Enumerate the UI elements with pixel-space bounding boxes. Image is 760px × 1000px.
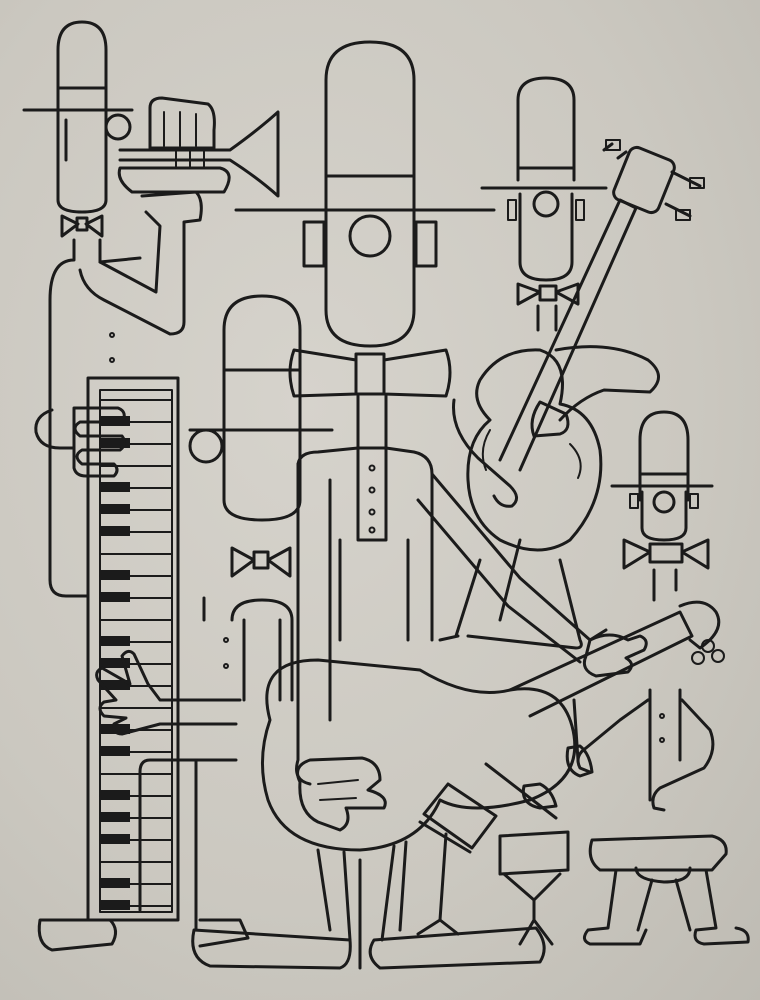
piano-keys <box>99 399 173 910</box>
piano-keyboard <box>86 376 180 922</box>
trumpet-player <box>22 20 280 598</box>
bassist <box>438 76 705 650</box>
drummer <box>416 410 750 946</box>
pianist <box>37 294 334 952</box>
guitarist <box>191 40 725 970</box>
